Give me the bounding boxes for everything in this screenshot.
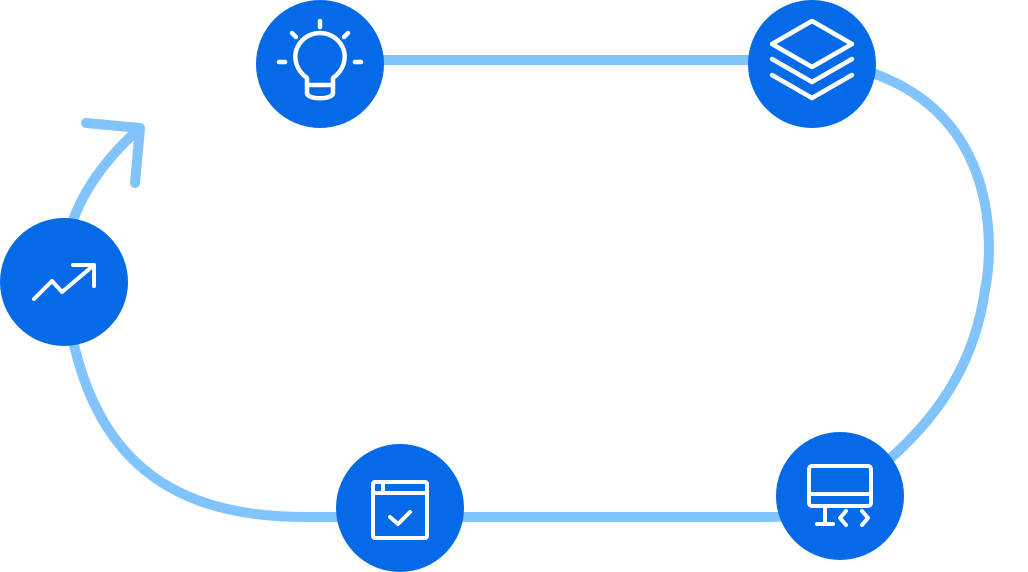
monitor-code-icon bbox=[807, 464, 873, 527]
node-development bbox=[776, 432, 904, 560]
connector-arrowhead bbox=[81, 118, 145, 188]
node-growth bbox=[0, 218, 128, 346]
node-circle bbox=[748, 0, 876, 128]
node-circle bbox=[336, 444, 464, 572]
lightbulb-icon bbox=[276, 18, 364, 101]
node-ideation bbox=[256, 0, 384, 128]
browser-check-icon bbox=[371, 480, 429, 540]
node-circle bbox=[0, 218, 128, 346]
node-layers bbox=[748, 0, 876, 128]
node-circle bbox=[256, 0, 384, 128]
connector-right-curve bbox=[807, 55, 994, 502]
node-testing bbox=[336, 444, 464, 572]
trending-up-icon bbox=[32, 263, 96, 301]
layers-stack-icon bbox=[769, 18, 855, 101]
